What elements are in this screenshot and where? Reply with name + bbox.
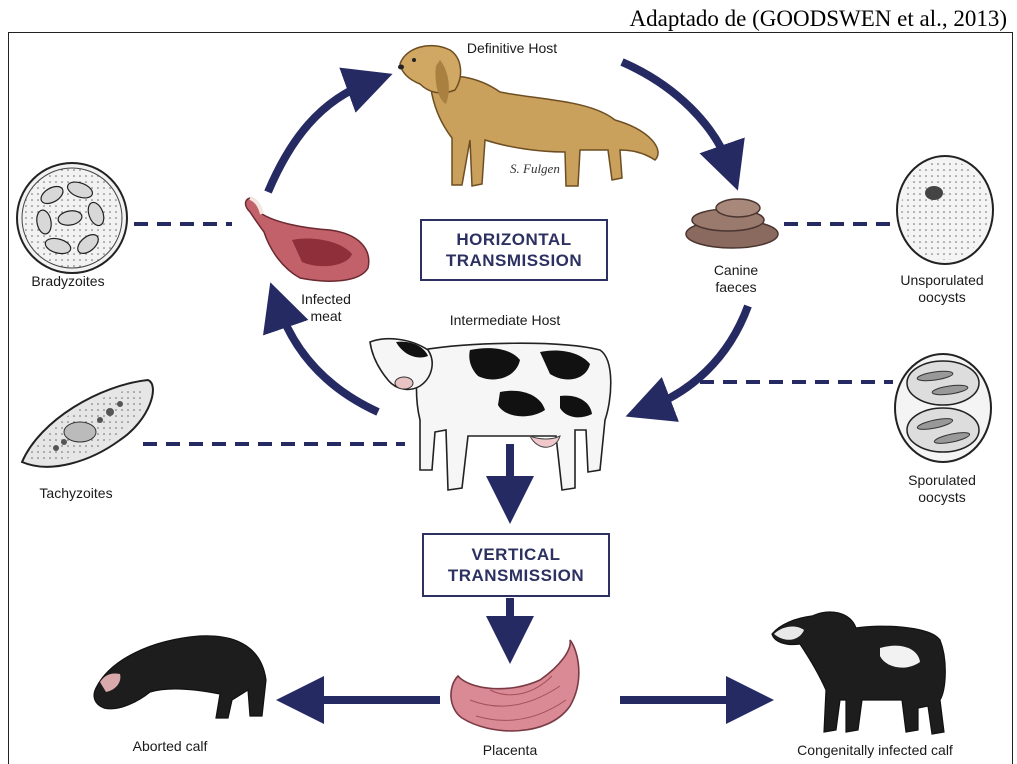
- dog-illustration: S. Fulgen: [398, 46, 658, 186]
- label-bradyzoites: Bradyzoites: [12, 273, 124, 290]
- label-canine-faeces-line2: faeces: [696, 279, 776, 296]
- label-congenital-calf: Congenitally infected calf: [770, 742, 980, 759]
- label-unsporulated-line1: Unsporulated: [882, 272, 1002, 289]
- label-tachyzoites: Tachyzoites: [20, 485, 132, 502]
- vertical-line2: TRANSMISSION: [448, 565, 584, 586]
- label-aborted-calf: Aborted calf: [100, 738, 240, 755]
- congenital-calf-illustration: [772, 612, 945, 734]
- placenta-illustration: [451, 640, 579, 731]
- label-infected-meat-line2: meat: [286, 308, 366, 325]
- sporulated-oocyst-illustration: [895, 354, 991, 462]
- label-sporulated-oocysts: Sporulated oocysts: [882, 472, 1002, 506]
- aborted-calf-illustration: [94, 636, 266, 718]
- bradyzoites-illustration: [17, 163, 127, 273]
- meat-illustration: [246, 198, 369, 281]
- label-sporulated-line1: Sporulated: [882, 472, 1002, 489]
- vertical-transmission-box: VERTICAL TRANSMISSION: [422, 533, 610, 597]
- unsporulated-oocyst-illustration: [897, 156, 993, 264]
- horizontal-line1: HORIZONTAL: [456, 229, 571, 250]
- label-unsporulated-line2: oocysts: [882, 289, 1002, 306]
- arrow-faeces-to-cow: [648, 306, 748, 408]
- vertical-line1: VERTICAL: [472, 544, 561, 565]
- horizontal-transmission-box: HORIZONTAL TRANSMISSION: [420, 219, 608, 281]
- label-sporulated-line2: oocysts: [882, 489, 1002, 506]
- label-unsporulated-oocysts: Unsporulated oocysts: [882, 272, 1002, 306]
- label-canine-faeces-line1: Canine: [696, 262, 776, 279]
- arrow-meat-to-dog: [268, 82, 370, 192]
- label-intermediate-host: Intermediate Host: [430, 312, 580, 329]
- horizontal-line2: TRANSMISSION: [446, 250, 582, 271]
- label-placenta: Placenta: [460, 742, 560, 759]
- label-infected-meat-line1: Infected: [286, 291, 366, 308]
- label-infected-meat: Infected meat: [286, 291, 366, 325]
- label-canine-faeces: Canine faeces: [696, 262, 776, 296]
- artist-signature: S. Fulgen: [510, 161, 560, 176]
- cow-illustration: [370, 339, 611, 490]
- faeces-illustration: [686, 199, 778, 248]
- tachyzoite-illustration: [22, 380, 153, 467]
- label-definitive-host: Definitive Host: [452, 40, 572, 57]
